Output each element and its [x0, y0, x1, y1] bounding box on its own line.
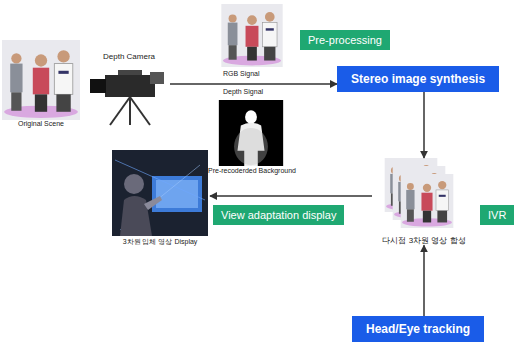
box-label: Head/Eye tracking [366, 322, 470, 336]
multiview-stack: 다시점 3차원 영상 합성 [372, 158, 476, 245]
stage-box: IVR [480, 205, 514, 225]
box-label: Stereo image synthesis [351, 72, 485, 86]
process-box: Head/Eye tracking [352, 316, 484, 342]
image-caption: Pre-recoderded Background [204, 167, 300, 175]
stage-box: Pre-processing [300, 30, 390, 50]
image-caption: Original Scene [2, 120, 80, 128]
flow-arrow [210, 195, 372, 197]
signal-label: Depth Signal [222, 87, 264, 96]
box-label: IVR [488, 209, 506, 221]
depth-image: Pre-recoderded Background [204, 100, 300, 175]
stage-box: View adaptation display [213, 205, 344, 225]
display-drawing [112, 150, 208, 236]
image-caption: 다시점 3차원 영상 합성 [372, 236, 476, 245]
signal-label: RGB Signal [222, 69, 261, 78]
image-caption: Depth Camera [88, 52, 170, 61]
box-label: View adaptation display [221, 209, 336, 221]
display-image: 3차원 입체 영상 Display [110, 150, 210, 246]
flow-arrow [423, 92, 425, 158]
box-label: Pre-processing [308, 34, 382, 46]
image-caption: 3차원 입체 영상 Display [110, 238, 210, 246]
flow-arrow [423, 245, 425, 316]
scene-photo: Original Scene [2, 40, 80, 128]
process-box: Stereo image synthesis [337, 66, 499, 92]
camera-figure: Depth Camera [88, 52, 170, 121]
flow-arrow [170, 83, 337, 85]
camera-drawing [90, 70, 164, 125]
